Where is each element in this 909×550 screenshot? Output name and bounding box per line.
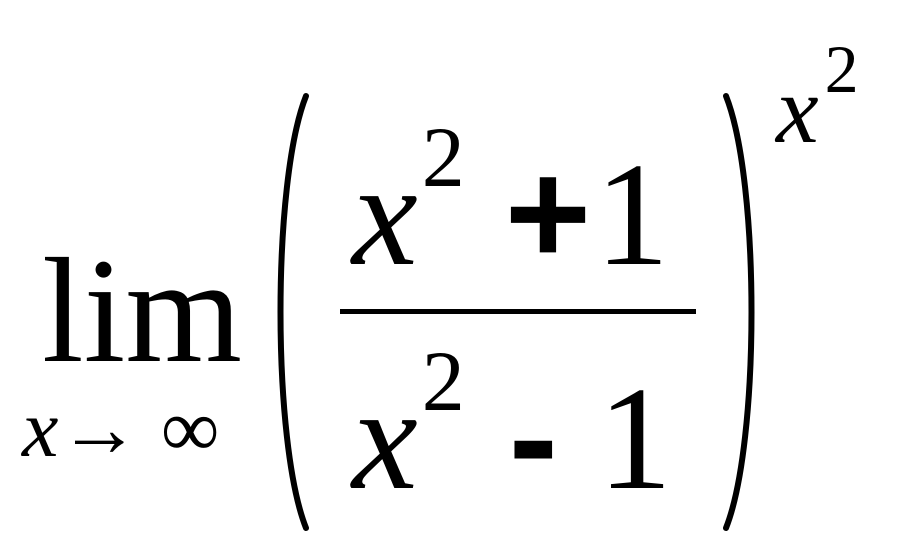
left-parenthesis	[277, 93, 309, 531]
fraction-numerator: x2+1	[352, 114, 669, 289]
minus-operator: -	[508, 355, 558, 520]
right-parenthesis	[723, 93, 755, 531]
limit-variable: x	[22, 383, 59, 474]
fraction-denominator: x2-1	[352, 338, 672, 513]
denominator-variable: x	[352, 357, 418, 521]
denominator-constant: 1	[598, 357, 672, 521]
numerator-variable: x	[352, 133, 418, 297]
arrow-symbol: →	[58, 383, 141, 474]
plus-operator: +	[504, 131, 592, 296]
lim-operator: lim	[42, 228, 243, 394]
outer-exponent-power: 2	[824, 31, 859, 107]
infinity-symbol: ∞	[160, 383, 220, 474]
outer-exponent: x2	[776, 35, 859, 158]
outer-exponent-variable: x	[776, 56, 819, 163]
numerator-constant: 1	[595, 133, 670, 297]
numerator-exponent: 2	[421, 109, 465, 205]
limit-subscript: x→ ∞	[22, 388, 219, 470]
denominator-exponent: 2	[421, 333, 465, 429]
fraction-bar	[340, 309, 696, 314]
